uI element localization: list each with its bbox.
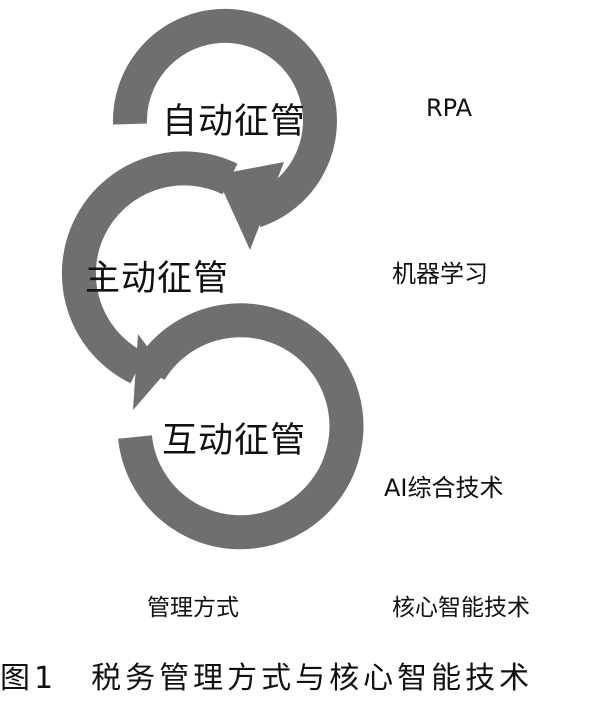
mode-label-auto: 自动征管 [162, 102, 307, 142]
mode-label-interactive: 互动征管 [162, 421, 307, 461]
middle-ring-arc [61, 151, 238, 384]
tech-label-rpa: RPA [426, 94, 473, 122]
bottom-ring-arc [118, 303, 364, 550]
figure-caption: 图1 税务管理方式与核心智能技术 [0, 661, 534, 696]
top-ring-arc [112, 8, 337, 228]
tech-label-machine-learning: 机器学习 [392, 260, 488, 288]
column-label-management: 管理方式 [147, 595, 239, 621]
middle-ring-arrowhead [133, 334, 166, 410]
tech-label-ai: AI综合技术 [384, 474, 504, 502]
mode-label-active: 主动征管 [85, 259, 230, 299]
column-label-core-tech: 核心智能技术 [392, 595, 530, 621]
top-ring-arrowhead [216, 162, 284, 250]
